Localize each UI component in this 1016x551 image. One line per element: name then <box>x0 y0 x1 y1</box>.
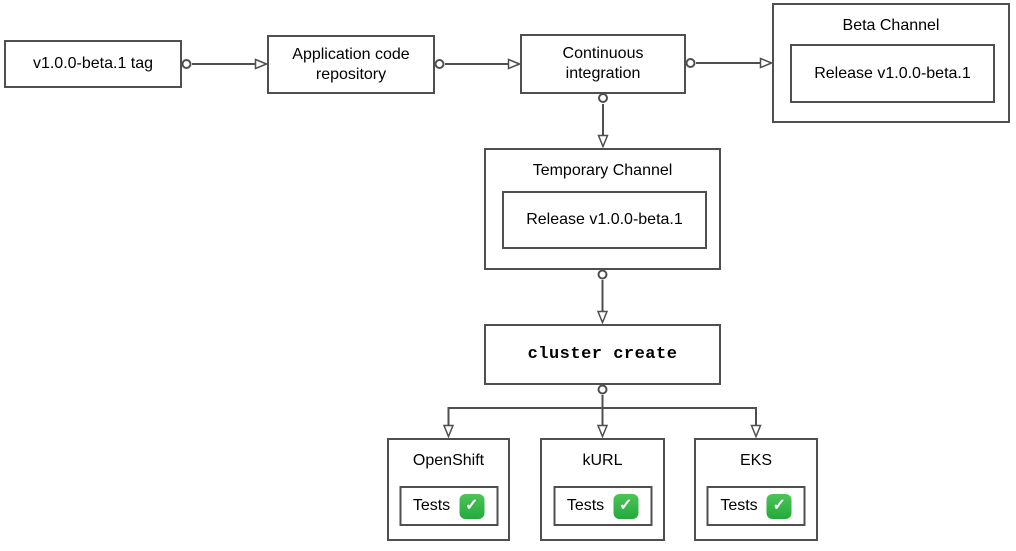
eks-tests-box: Tests ✓ <box>706 486 806 526</box>
beta-channel-release-label: Release v1.0.0-beta.1 <box>814 64 971 82</box>
edge-source-dot <box>597 269 608 280</box>
check-mark-button-icon: ✓ <box>459 493 485 519</box>
edge-source-dot <box>597 384 608 395</box>
node-continuous-integration-label: Continuous integration <box>562 45 644 82</box>
check-mark-button-icon: ✓ <box>766 493 792 519</box>
node-version-tag-label: v1.0.0-beta.1 tag <box>32 55 154 72</box>
edge-source-dot <box>598 93 608 103</box>
edge-cluster-create-to-openshift <box>449 407 603 436</box>
beta-channel-title: Beta Channel <box>842 17 940 34</box>
temporary-channel-release-label: Release v1.0.0-beta.1 <box>526 211 683 228</box>
node-openshift: OpenShift Tests ✓ <box>387 438 510 541</box>
node-application-code-repository: Application code repository <box>267 35 435 94</box>
edge-cluster-create-to-eks <box>602 407 757 436</box>
openshift-tests-box: Tests ✓ <box>399 486 498 526</box>
edge-source-dot <box>181 59 192 69</box>
kurl-tests-label: Tests <box>566 497 605 514</box>
temporary-channel-title: Temporary Channel <box>532 162 673 179</box>
check-mark-button-icon: ✓ <box>613 493 639 519</box>
node-temporary-channel: Temporary Channel Release v1.0.0-beta.1 <box>484 148 721 270</box>
node-cluster-create-label: cluster create <box>527 344 678 364</box>
openshift-title: OpenShift <box>412 452 485 469</box>
node-eks: EKS Tests ✓ <box>694 438 818 541</box>
temporary-channel-release-box: Release v1.0.0-beta.1 <box>502 191 707 249</box>
eks-title: EKS <box>739 452 772 469</box>
node-cluster-create: cluster create <box>484 324 721 385</box>
edge-source-dot <box>685 58 696 68</box>
node-continuous-integration: Continuous integration <box>520 34 686 94</box>
kurl-title: kURL <box>582 452 623 469</box>
openshift-tests-label: Tests <box>412 497 451 514</box>
node-beta-channel: Beta Channel Release v1.0.0-beta.1 <box>772 3 1010 123</box>
beta-channel-release-box: Release v1.0.0-beta.1 <box>790 44 995 103</box>
edge-source-dot <box>434 59 445 69</box>
node-application-code-repository-label: Application code repository <box>292 45 410 83</box>
node-kurl: kURL Tests ✓ <box>540 438 665 541</box>
node-version-tag: v1.0.0-beta.1 tag <box>4 40 182 88</box>
kurl-tests-box: Tests ✓ <box>553 486 652 526</box>
eks-tests-label: Tests <box>720 497 758 514</box>
